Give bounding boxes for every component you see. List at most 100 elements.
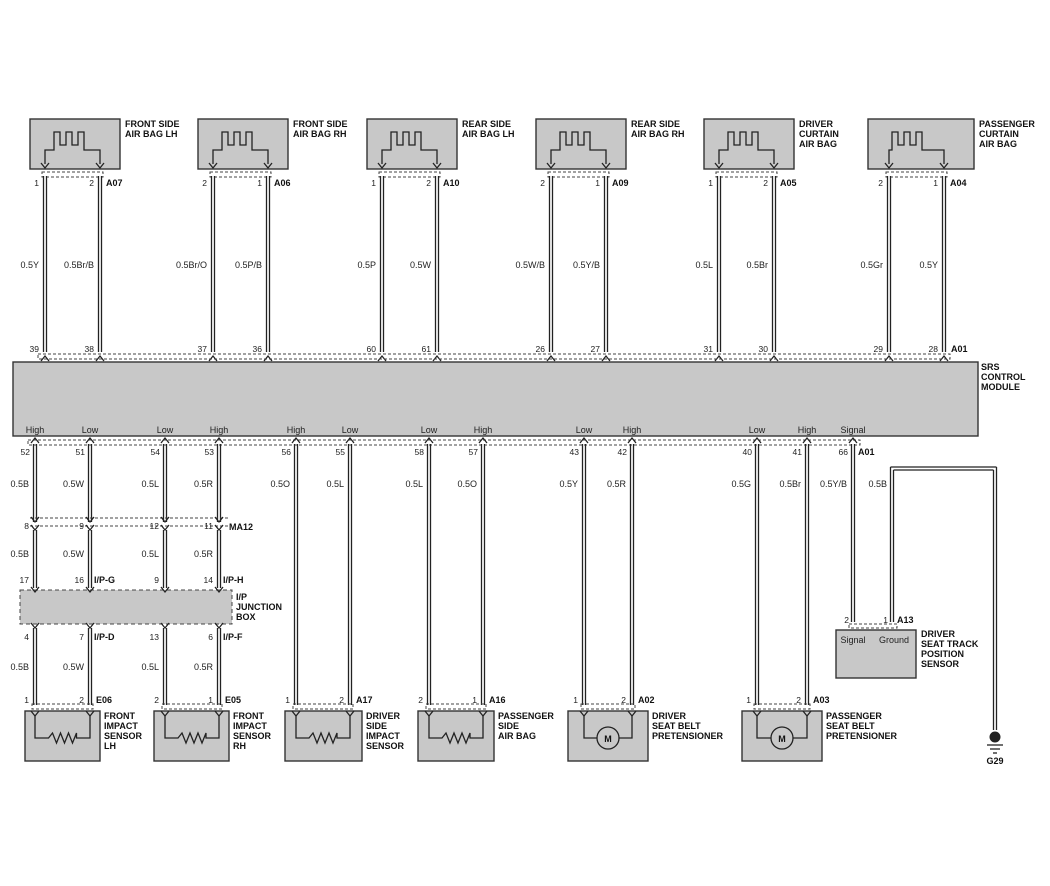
srs-control-module-box: [12, 361, 979, 437]
wire-color-label: 0.5L: [326, 479, 344, 489]
module-terminal-label: High: [287, 425, 306, 435]
wire-color-label: 0.5Br/O: [176, 260, 207, 270]
connector-arrow-icon: [160, 524, 170, 532]
connector-outline: [425, 703, 487, 710]
module-pin-number: 26: [536, 344, 546, 354]
terminal-arrow-icon: [85, 436, 95, 444]
pin-number: 2: [79, 695, 84, 705]
connector-arrow-icon: [30, 622, 40, 630]
terminal-arrow-icon: [546, 354, 556, 362]
terminal-arrow-icon: [95, 162, 105, 170]
module-bottom-connector-outline: [27, 439, 861, 446]
module-pin-number: 42: [618, 447, 628, 457]
connector-arrow-icon: [30, 516, 40, 524]
airbag-squib-icon: [381, 131, 438, 164]
connector-arrow-icon: [214, 524, 224, 532]
wire-color-label: 0.5W: [63, 479, 85, 489]
pin-number: 1: [708, 178, 713, 188]
pin-number: 2: [878, 178, 883, 188]
connector-id: A03: [813, 695, 830, 705]
connector-outline: [292, 703, 354, 710]
module-pin-number: 43: [570, 447, 580, 457]
pin-number: 1: [371, 178, 376, 188]
motor-lead-icon: [583, 716, 633, 739]
connector-arrow-icon: [30, 586, 40, 594]
wire-color-label: 0.5W: [63, 662, 85, 672]
terminal-arrow-icon: [263, 162, 273, 170]
pin-number: 17: [20, 575, 30, 585]
pin-number: 11: [204, 521, 213, 531]
sensor-component-box: [24, 710, 101, 762]
wire-color-label: 0.5R: [194, 479, 214, 489]
wire-color-label: 0.5Y/B: [820, 479, 847, 489]
wire-color-label: 0.5B: [868, 479, 887, 489]
pin-number: 2: [89, 178, 94, 188]
pin-number: 12: [150, 521, 160, 531]
sensor-terminal-label: Signal: [840, 635, 865, 645]
connector-id: A10: [443, 178, 460, 188]
terminal-arrow-icon: [848, 436, 858, 444]
wire-color-label: 0.5P: [357, 260, 376, 270]
module-pin-number: 53: [205, 447, 215, 457]
airbag-squib-icon: [550, 131, 607, 164]
motor-icon: [770, 726, 794, 750]
wire-color-label: 0.5L: [141, 662, 159, 672]
pin-number: 13: [150, 632, 160, 642]
connector-id: MA12: [229, 522, 253, 532]
airbag-squib-icon: [718, 131, 775, 164]
airbag-connector-box: [867, 118, 975, 170]
pin-number: 2: [202, 178, 207, 188]
pin-number: 16: [75, 575, 85, 585]
airbag-connector-box: [29, 118, 121, 170]
module-pin-number: 37: [198, 344, 208, 354]
wire-color-label: 0.5L: [141, 479, 159, 489]
module-pin-number: 58: [415, 447, 425, 457]
pin-number: 9: [79, 521, 84, 531]
terminal-arrow-icon: [884, 162, 894, 170]
connector-outline: [885, 171, 948, 178]
pin-number: 1: [595, 178, 600, 188]
module-pin-number: 55: [336, 447, 346, 457]
connector-arrow-icon: [160, 586, 170, 594]
module-pin-number: 66: [839, 447, 849, 457]
pin-number: 4: [24, 632, 29, 642]
connector-id: A13: [897, 615, 914, 625]
module-terminal-label: High: [474, 425, 493, 435]
module-terminal-label: Low: [157, 425, 174, 435]
wire-color-label: 0.5W/B: [515, 260, 545, 270]
module-terminal-label: Signal: [840, 425, 865, 435]
resistor-icon: [428, 716, 484, 745]
terminal-arrow-icon: [424, 436, 434, 444]
pin-number: 14: [204, 575, 214, 585]
terminal-arrow-icon: [214, 436, 224, 444]
module-pin-number: 28: [929, 344, 939, 354]
connector-arrow-icon: [85, 524, 95, 532]
wire-color-label: 0.5R: [194, 549, 214, 559]
motor-icon-label: M: [778, 734, 786, 744]
resistor-icon: [164, 716, 220, 745]
module-pin-number: 38: [85, 344, 95, 354]
terminal-arrow-icon: [40, 354, 50, 362]
wire-color-label: 0.5W: [410, 260, 432, 270]
connector-arrow-icon: [160, 622, 170, 630]
wire-color-label: 0.5O: [457, 479, 477, 489]
wire-color-label: 0.5O: [270, 479, 290, 489]
wire-color-label: 0.5G: [731, 479, 751, 489]
module-pin-number: 30: [759, 344, 769, 354]
connector-outline: [31, 703, 94, 710]
module-terminal-label: High: [623, 425, 642, 435]
sensor-component-box: [284, 710, 363, 762]
terminal-arrow-icon: [769, 162, 779, 170]
terminal-arrow-icon: [432, 162, 442, 170]
connector-id: A07: [106, 178, 123, 188]
module-pin-number: 40: [743, 447, 753, 457]
module-pin-number: 57: [469, 447, 479, 457]
connector-id: E05: [225, 695, 241, 705]
